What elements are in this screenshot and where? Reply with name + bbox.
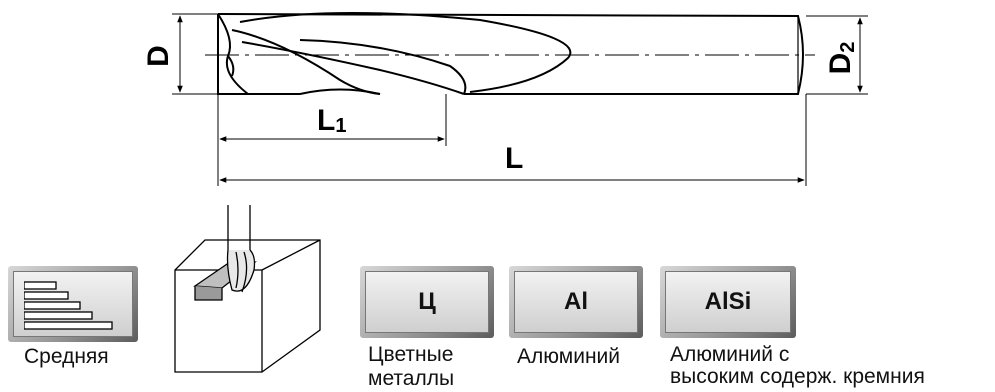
medium-level-badge: [8, 266, 138, 342]
aluminium-badge: Al: [509, 266, 643, 338]
dimension-d2: [806, 15, 868, 95]
dimension-d: [172, 13, 218, 95]
nonferrous-badge-label: Ц: [365, 271, 489, 333]
medium-caption: Средняя: [24, 345, 109, 368]
dimension-d-label: D: [142, 45, 175, 67]
dimension-l-label: L: [505, 142, 523, 175]
nonferrous-caption-line1: Цветные: [368, 343, 454, 366]
dimension-l: [219, 94, 807, 186]
nonferrous-metals-badge: Ц: [360, 266, 494, 338]
aluminium-caption: Алюминий: [517, 345, 621, 368]
level-bars-icon: [24, 281, 113, 330]
alsi-badge-label: AlSi: [665, 271, 791, 333]
dimension-l1-label: L1: [317, 104, 346, 137]
alsi-caption-line2: высоким содерж. кремния: [670, 365, 925, 388]
aluminium-badge-label: Al: [514, 271, 638, 333]
milling-operation-icon: [174, 205, 321, 373]
dimension-d2-label: D2: [824, 42, 859, 75]
nonferrous-caption-line2: металлы: [368, 367, 455, 390]
aluminium-silicon-badge: AlSi: [660, 266, 796, 338]
end-mill-outline: [217, 12, 804, 95]
alsi-caption-line1: Алюминий с: [670, 343, 790, 366]
dimension-l1: [217, 94, 447, 186]
